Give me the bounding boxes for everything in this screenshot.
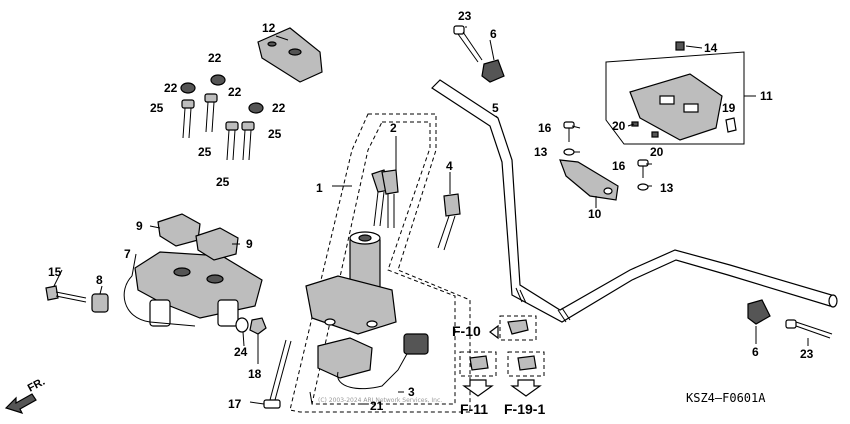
callout-9: 9: [136, 219, 143, 233]
callout-9: 9: [246, 237, 253, 251]
cover-nut-1[interactable]: [631, 121, 639, 127]
socket-bolt-4[interactable]: [241, 121, 255, 161]
ref-f10-label[interactable]: F-10: [452, 323, 481, 339]
callout-20: 20: [650, 145, 664, 159]
socket-bolt-2[interactable]: [204, 93, 218, 133]
ref-box-f11: [459, 351, 497, 377]
screw-bottom[interactable]: [785, 319, 833, 339]
callout-numbers: 12 22 22 22 22 25 25 25 25 9 9 7 15 8 24…: [48, 9, 814, 413]
handle-holder-upper[interactable]: [257, 27, 323, 83]
callout-22: 22: [208, 51, 222, 65]
callout-15: 15: [48, 265, 62, 279]
bracket-washer-2[interactable]: [637, 183, 649, 191]
callout-19: 19: [722, 101, 736, 115]
callout-23: 23: [458, 9, 472, 23]
holder-cap-left[interactable]: [157, 213, 201, 247]
callout-13: 13: [660, 181, 674, 195]
handlebar[interactable]: [431, 79, 838, 323]
holder-cap-right[interactable]: [195, 227, 239, 261]
front-direction-indicator: FR.: [4, 376, 47, 414]
handlebar-end-weight-bottom[interactable]: [747, 299, 771, 325]
bolt-cap-1[interactable]: [180, 82, 196, 94]
callout-25: 25: [216, 175, 230, 189]
callout-22: 22: [164, 81, 178, 95]
callout-7: 7: [124, 247, 131, 261]
socket-bolt-3[interactable]: [225, 121, 239, 161]
callout-12: 12: [262, 21, 276, 35]
ref-box-f19: [507, 351, 545, 377]
handle-holder-lower[interactable]: [123, 251, 263, 327]
callout-22: 22: [228, 85, 242, 99]
cover-clip[interactable]: [675, 41, 685, 51]
callout-10: 10: [588, 207, 602, 221]
leader-lines: [53, 26, 809, 405]
screw-top[interactable]: [453, 25, 483, 63]
callout-8: 8: [96, 273, 103, 287]
callout-25: 25: [268, 127, 282, 141]
upper-cover-frame: [605, 51, 745, 145]
arrow-down-icon: [510, 379, 542, 397]
callout-13: 13: [534, 145, 548, 159]
callout-23: 23: [800, 347, 814, 361]
long-bolt[interactable]: [263, 339, 292, 409]
callout-20: 20: [612, 119, 626, 133]
callout-3: 3: [408, 385, 415, 399]
grommet[interactable]: [725, 117, 737, 133]
bracket-bolt-1[interactable]: [563, 121, 575, 142]
callout-5: 5: [492, 101, 499, 115]
callout-18: 18: [248, 367, 262, 381]
callout-24: 24: [234, 345, 248, 359]
arrow-right-icon: [489, 324, 499, 340]
callout-1: 1: [316, 181, 323, 195]
bracket-washer-1[interactable]: [563, 148, 575, 156]
bolt-cap-3[interactable]: [248, 102, 264, 114]
ref-f11-label[interactable]: F-11: [460, 401, 488, 417]
rubber-bushing[interactable]: [91, 293, 109, 313]
diagram-code: KSZ4–F0601A: [686, 391, 766, 405]
ref-box-f10: [499, 315, 537, 341]
ignition-assembly-frame: [289, 113, 471, 413]
arrow-down-icon: [462, 379, 494, 397]
upper-cover[interactable]: [629, 73, 723, 141]
ref-f19-label[interactable]: F-19-1: [504, 401, 545, 417]
callout-11: 11: [760, 89, 773, 103]
bracket-bolt-2[interactable]: [637, 159, 649, 178]
socket-bolt-1[interactable]: [181, 99, 195, 139]
callout-14: 14: [704, 41, 718, 55]
handle-bracket[interactable]: [559, 159, 619, 201]
callout-25: 25: [198, 145, 212, 159]
callout-25: 25: [150, 101, 164, 115]
callout-21: 21: [370, 399, 384, 413]
callout-22: 22: [272, 101, 286, 115]
callout-16: 16: [612, 159, 626, 173]
ignition-switch-frame: [311, 121, 456, 405]
handlebar-end-weight-top[interactable]: [481, 59, 505, 83]
callout-17: 17: [228, 397, 242, 411]
blank-key[interactable]: [437, 193, 461, 251]
callout-16: 16: [538, 121, 552, 135]
flange-bolt[interactable]: [45, 285, 87, 303]
ignition-switch[interactable]: [305, 231, 397, 335]
washer[interactable]: [235, 317, 249, 333]
callout-6: 6: [752, 345, 759, 359]
nut[interactable]: [249, 317, 267, 335]
callout-2: 2: [390, 121, 397, 135]
switch-base-wiring[interactable]: [309, 333, 429, 405]
callout-6: 6: [490, 27, 497, 41]
arrow-icon: [4, 393, 37, 414]
bolt-cap-2[interactable]: [210, 74, 226, 86]
ref-clip-f10: [507, 319, 529, 335]
callout-4: 4: [446, 159, 453, 173]
copyright-notice: (C) 2003-2024 ARI Network Services, Inc.: [318, 397, 442, 404]
ref-clip-f19: [517, 355, 537, 371]
ignition-keys[interactable]: [371, 169, 399, 228]
cover-nut-2[interactable]: [651, 131, 659, 138]
ref-clip-f11: [469, 355, 489, 371]
direction-label: FR.: [26, 376, 47, 395]
